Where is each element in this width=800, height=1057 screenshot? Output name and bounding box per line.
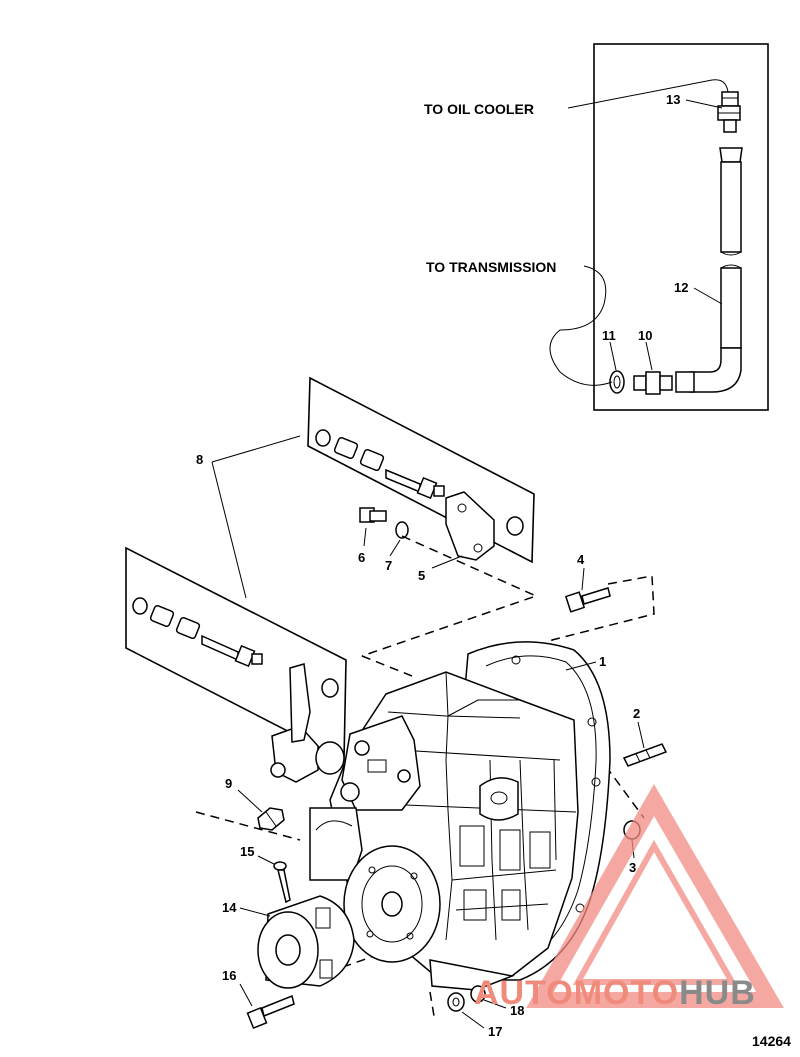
hose-fitting-13 (717, 91, 741, 133)
upper-mount-hardware (315, 429, 524, 561)
part-number-8: 8 (196, 452, 203, 467)
lower-mount-hardware (132, 597, 339, 698)
transmission-housing (270, 641, 611, 991)
bolt-4 (564, 587, 611, 613)
figure-id: 14264 (752, 1033, 791, 1049)
part-number-12: 12 (674, 280, 688, 295)
hose-inset-frame (593, 43, 769, 411)
bolt-6 (359, 507, 387, 523)
alignment-line-bolt-4 (551, 575, 655, 660)
watermark-logo (526, 783, 784, 1008)
upper-mount-kit-panel (307, 376, 535, 564)
callout-to-transmission: TO TRANSMISSION (426, 259, 556, 275)
part-number-11: 11 (602, 328, 616, 343)
part-number-2: 2 (633, 706, 640, 721)
side-mount-bracket (289, 663, 311, 743)
part-number-3: 3 (629, 860, 636, 875)
part-number-16: 16 (222, 968, 236, 983)
hose-12 (675, 147, 743, 393)
part-number-7: 7 (385, 558, 392, 573)
drain-plug-18 (470, 985, 486, 1003)
part-number-15: 15 (240, 844, 254, 859)
part-number-18: 18 (510, 1003, 524, 1018)
part-number-14: 14 (222, 900, 237, 915)
part-number-17: 17 (488, 1024, 502, 1039)
screw-15 (273, 861, 291, 904)
part-number-6: 6 (358, 550, 365, 565)
part-number-13: 13 (666, 92, 680, 107)
part-number-1: 1 (599, 654, 606, 669)
washer-7 (395, 521, 409, 539)
sensor-9 (257, 807, 285, 831)
part-number-9: 9 (225, 776, 232, 791)
watermark-text: AUTOMOTOHUB (474, 974, 756, 1012)
drive-coupling-14 (257, 895, 355, 989)
washer-17 (447, 992, 465, 1012)
part-number-10: 10 (638, 328, 652, 343)
alignment-line-upper (361, 535, 539, 657)
washer-11 (609, 370, 625, 394)
callout-to-oil-cooler: TO OIL COOLER (424, 101, 534, 117)
part-number-4: 4 (577, 552, 585, 567)
bolt-16 (246, 994, 295, 1030)
part-number-5: 5 (418, 568, 425, 583)
stud-2 (622, 743, 668, 767)
adapter-fitting-10 (633, 371, 673, 395)
